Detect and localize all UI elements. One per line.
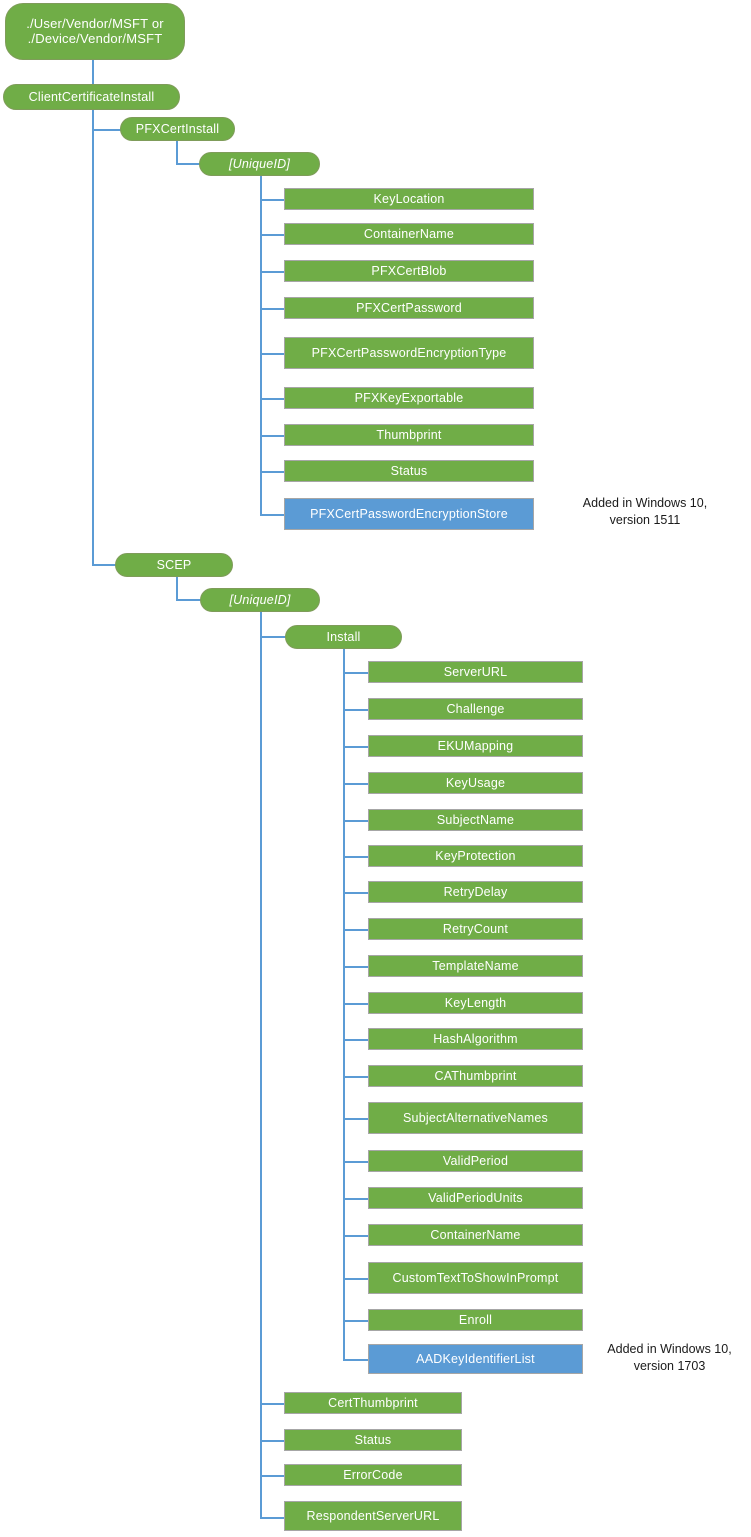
node-scep[interactable]: SCEP <box>115 553 233 577</box>
node-install-ca-thumbprint[interactable]: CAThumbprint <box>368 1065 583 1087</box>
connector-scep-trunk <box>176 577 178 600</box>
connector-scep-to-uniqueid <box>176 599 202 601</box>
connector-pfx-leaf-9 <box>260 514 285 516</box>
node-pfx-cert-password[interactable]: PFXCertPassword <box>284 297 534 319</box>
node-install-key-length[interactable]: KeyLength <box>368 992 583 1014</box>
connector-pfx-uniqueid-trunk <box>260 176 262 515</box>
connector-install-leaf-1 <box>343 672 369 674</box>
connector-install-leaf-12 <box>343 1076 369 1078</box>
connector-install-leaf-19 <box>343 1359 369 1361</box>
connector-install-leaf-6 <box>343 856 369 858</box>
connector-install-leaf-3 <box>343 746 369 748</box>
node-pfx-unique-id[interactable]: [UniqueID] <box>199 152 320 176</box>
node-install-hash-algorithm[interactable]: HashAlgorithm <box>368 1028 583 1050</box>
node-root-path[interactable]: ./User/Vendor/MSFT or ./Device/Vendor/MS… <box>5 3 185 60</box>
node-install-aad-key-identifier-list[interactable]: AADKeyIdentifierList <box>368 1344 583 1374</box>
node-install-key-protection[interactable]: KeyProtection <box>368 845 583 867</box>
node-install-valid-period-units[interactable]: ValidPeriodUnits <box>368 1187 583 1209</box>
node-scep-status[interactable]: Status <box>284 1429 462 1451</box>
node-pfx-cert-password-encryption-type[interactable]: PFXCertPasswordEncryptionType <box>284 337 534 369</box>
connector-pfx-leaf-2 <box>260 234 285 236</box>
connector-install-leaf-2 <box>343 709 369 711</box>
node-install-server-url[interactable]: ServerURL <box>368 661 583 683</box>
connector-pfx-leaf-7 <box>260 435 285 437</box>
connector-pfx-leaf-1 <box>260 199 285 201</box>
connector-install-leaf-18 <box>343 1320 369 1322</box>
node-scep-install[interactable]: Install <box>285 625 402 649</box>
node-install-eku-mapping[interactable]: EKUMapping <box>368 735 583 757</box>
connector-install-leaf-17 <box>343 1278 369 1280</box>
connector-scep-uniqueid-trunk <box>260 612 262 1518</box>
connector-pfx-leaf-3 <box>260 271 285 273</box>
connector-scep-leaf-3 <box>260 1475 285 1477</box>
annotation-scep-added-version: Added in Windows 10, version 1703 <box>607 1342 732 1373</box>
connector-pfx-trunk <box>176 141 178 164</box>
connector-install-leaf-13 <box>343 1118 369 1120</box>
node-scep-cert-thumbprint[interactable]: CertThumbprint <box>284 1392 462 1414</box>
node-install-enroll[interactable]: Enroll <box>368 1309 583 1331</box>
connector-pfx-leaf-6 <box>260 398 285 400</box>
connector-client-trunk <box>92 110 94 565</box>
node-scep-unique-id[interactable]: [UniqueID] <box>200 588 320 612</box>
connector-pfx-leaf-4 <box>260 308 285 310</box>
node-pfx-cert-password-encryption-store[interactable]: PFXCertPasswordEncryptionStore <box>284 498 534 530</box>
connector-scep-leaf-1 <box>260 1403 285 1405</box>
connector-install-leaf-16 <box>343 1235 369 1237</box>
connector-pfx-leaf-8 <box>260 471 285 473</box>
node-install-container-name[interactable]: ContainerName <box>368 1224 583 1246</box>
node-pfx-status[interactable]: Status <box>284 460 534 482</box>
node-install-valid-period[interactable]: ValidPeriod <box>368 1150 583 1172</box>
node-pfx-key-location[interactable]: KeyLocation <box>284 188 534 210</box>
connector-pfx-leaf-5 <box>260 353 285 355</box>
node-scep-respondent-server-url[interactable]: RespondentServerURL <box>284 1501 462 1531</box>
node-scep-error-code[interactable]: ErrorCode <box>284 1464 462 1486</box>
connector-install-leaf-9 <box>343 966 369 968</box>
connector-install-leaf-7 <box>343 892 369 894</box>
connector-client-to-scep <box>92 564 122 566</box>
connector-install-leaf-14 <box>343 1161 369 1163</box>
node-install-template-name[interactable]: TemplateName <box>368 955 583 977</box>
node-install-challenge[interactable]: Challenge <box>368 698 583 720</box>
node-install-subject-name[interactable]: SubjectName <box>368 809 583 831</box>
node-client-certificate-install[interactable]: ClientCertificateInstall <box>3 84 180 110</box>
connector-pfx-to-uniqueid <box>176 163 200 165</box>
annotation-pfx-added-version: Added in Windows 10, version 1511 <box>582 496 708 527</box>
connector-install-leaf-10 <box>343 1003 369 1005</box>
node-pfx-thumbprint[interactable]: Thumbprint <box>284 424 534 446</box>
connector-install-leaf-8 <box>343 929 369 931</box>
node-install-retry-count[interactable]: RetryCount <box>368 918 583 940</box>
node-pfx-cert-install[interactable]: PFXCertInstall <box>120 117 235 141</box>
connector-scep-to-install <box>260 636 286 638</box>
connector-install-leaf-11 <box>343 1039 369 1041</box>
connector-install-leaf-4 <box>343 783 369 785</box>
connector-scep-leaf-2 <box>260 1440 285 1442</box>
node-install-subject-alternative-names[interactable]: SubjectAlternativeNames <box>368 1102 583 1134</box>
connector-scep-leaf-4 <box>260 1517 285 1519</box>
connector-root-to-client <box>92 60 94 86</box>
connector-client-to-pfx <box>92 129 122 131</box>
node-pfx-container-name[interactable]: ContainerName <box>284 223 534 245</box>
connector-install-leaf-5 <box>343 820 369 822</box>
node-install-key-usage[interactable]: KeyUsage <box>368 772 583 794</box>
node-pfx-key-exportable[interactable]: PFXKeyExportable <box>284 387 534 409</box>
connector-install-leaf-15 <box>343 1198 369 1200</box>
node-install-custom-text-to-show-in-prompt[interactable]: CustomTextToShowInPrompt <box>368 1262 583 1294</box>
node-pfx-cert-blob[interactable]: PFXCertBlob <box>284 260 534 282</box>
node-install-retry-delay[interactable]: RetryDelay <box>368 881 583 903</box>
